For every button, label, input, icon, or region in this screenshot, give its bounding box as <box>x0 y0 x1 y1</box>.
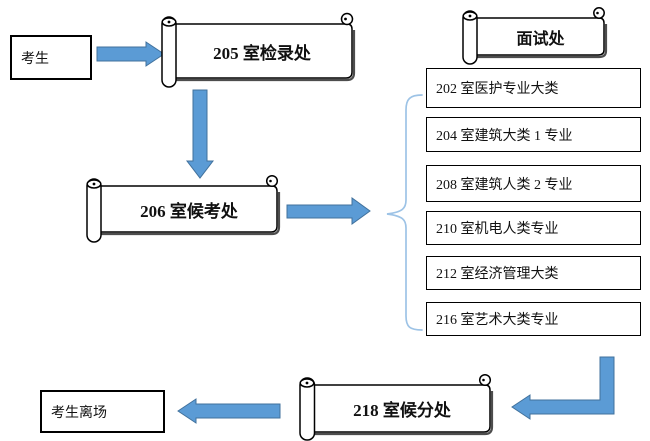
scroll-tube <box>299 377 316 441</box>
scroll-curl <box>340 12 354 26</box>
scroll-curl-dot <box>344 17 347 21</box>
arrow-score-to-exit <box>177 398 281 424</box>
node-room-208: 208 室建筑人类 2 专业 <box>426 165 641 202</box>
scroll-shape-score <box>299 373 494 441</box>
arrow-rooms-to-score-elbow <box>511 356 615 420</box>
label-waiting-room-206: 206 室候考处 <box>140 201 238 221</box>
node-room-216: 216 室艺术大类专业 <box>426 302 641 336</box>
scroll-tube-dot <box>468 14 472 18</box>
arrow-waiting-to-brace <box>286 197 371 225</box>
scroll-shadow <box>101 192 281 236</box>
scroll-curl <box>593 7 605 19</box>
scroll-tube <box>161 16 177 88</box>
node-room-204: 204 室建筑大类 1 专业 <box>426 117 641 152</box>
scroll-shape-waiting <box>86 174 281 243</box>
arrow-checkin-to-waiting <box>185 89 215 179</box>
scroll-curl-dot <box>269 179 272 183</box>
scroll-shadow <box>314 391 494 436</box>
scroll-tube-dot <box>305 381 309 385</box>
scroll-shape-checkin <box>161 12 356 88</box>
label-score-room-218: 218 室候分处 <box>353 401 451 420</box>
scroll-tube-dot <box>92 182 96 186</box>
scroll-curl-dot <box>482 378 485 382</box>
arrow-start-to-checkin <box>96 41 165 67</box>
node-start-examinee: 考生 <box>10 35 92 80</box>
node-room-202: 202 室医护专业大类 <box>426 68 641 108</box>
arrow-group <box>96 41 615 424</box>
scroll-tube-dot <box>167 20 171 24</box>
node-room-212: 212 室经济管理大类 <box>426 256 641 290</box>
scroll-curl-dot <box>596 11 599 15</box>
node-room-210: 210 室机电人类专业 <box>426 211 641 245</box>
scroll-tube <box>86 178 102 243</box>
scroll-shadow <box>476 24 608 59</box>
label-checkin-room-205: 205 室检录处 <box>213 43 311 63</box>
scroll-shadow <box>176 30 356 82</box>
scroll-curl <box>478 373 492 387</box>
brace-left-curly <box>386 94 423 331</box>
scroll-tube <box>462 10 478 65</box>
node-exit-examinee: 考生离场 <box>40 390 165 433</box>
scroll-shape-interview <box>462 7 608 65</box>
scroll-curl <box>265 174 279 188</box>
label-interview-office: 面试处 <box>516 30 565 48</box>
